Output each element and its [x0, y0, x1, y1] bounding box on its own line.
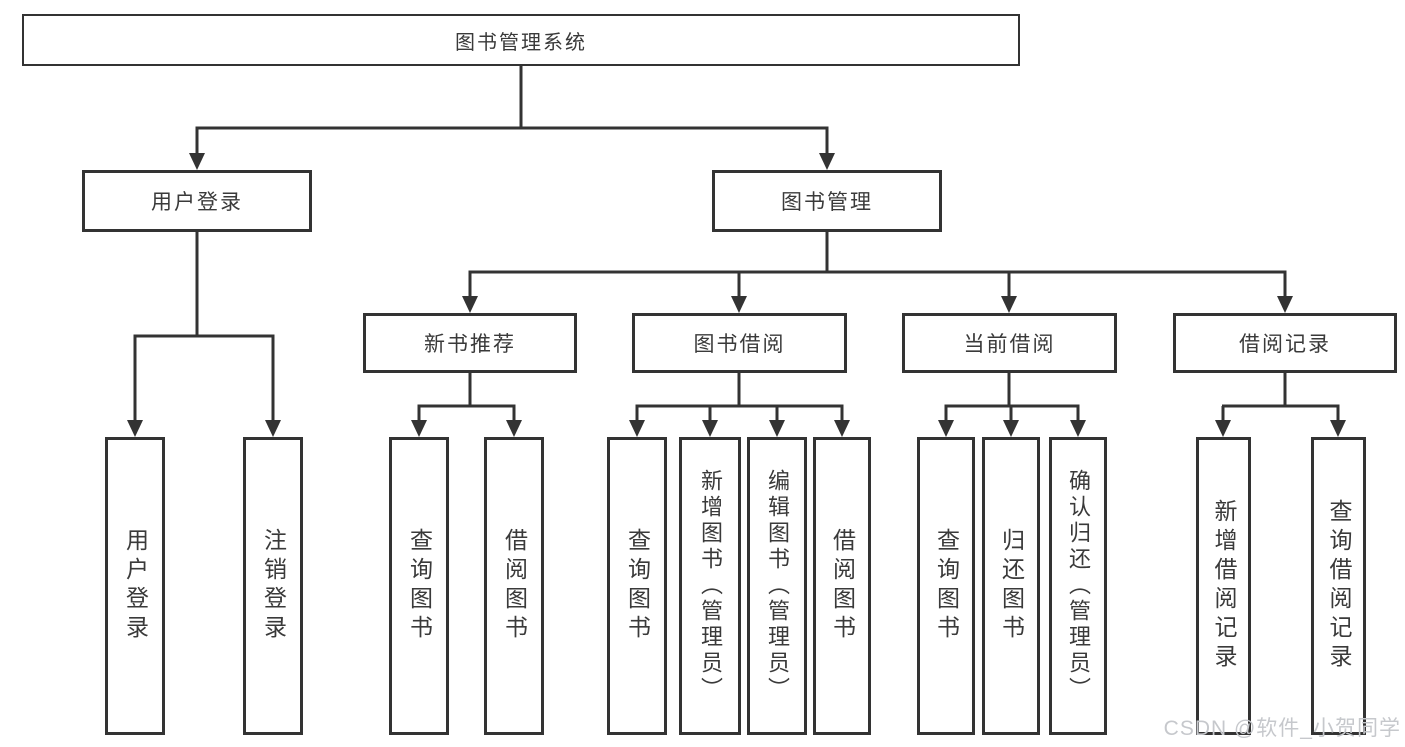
node-root: 图书管理系统	[22, 14, 1020, 66]
leaf-add-book-admin: 新增图书（管理员）	[679, 437, 741, 735]
node-root-label: 图书管理系统	[455, 31, 587, 54]
leaf-query-books-current: 查询图书	[917, 437, 975, 735]
leaf-query-borrow-record-label: 查询借阅记录	[1326, 499, 1352, 673]
node-book-management: 图书管理	[712, 170, 942, 232]
leaf-borrow-books-recommend-label: 借阅图书	[501, 528, 528, 644]
node-book-management-label: 图书管理	[781, 191, 873, 214]
leaf-confirm-return-admin: 确认归还（管理员）	[1049, 437, 1107, 735]
leaf-confirm-return-admin-label: 确认归还（管理员）	[1066, 469, 1091, 703]
node-user-login: 用户登录	[82, 170, 312, 232]
node-book-borrow: 图书借阅	[632, 313, 847, 373]
leaf-user-login-label: 用户登录	[122, 528, 149, 644]
leaf-borrow-books: 借阅图书	[813, 437, 871, 735]
leaf-query-books-recommend-label: 查询图书	[406, 528, 433, 644]
node-current-borrow-label: 当前借阅	[963, 333, 1056, 356]
leaf-logout-label: 注销登录	[260, 528, 287, 644]
leaf-user-login: 用户登录	[105, 437, 165, 735]
leaf-return-books-label: 归还图书	[998, 528, 1025, 644]
node-current-borrow: 当前借阅	[902, 313, 1117, 373]
leaf-query-books-borrow: 查询图书	[607, 437, 667, 735]
node-user-login-label: 用户登录	[151, 191, 243, 214]
leaf-add-borrow-record-label: 新增借阅记录	[1211, 499, 1237, 673]
leaf-edit-book-admin-label: 编辑图书（管理员）	[765, 469, 790, 703]
arrowheads	[127, 153, 1346, 437]
node-borrow-records: 借阅记录	[1173, 313, 1397, 373]
leaf-query-books-current-label: 查询图书	[933, 528, 960, 644]
leaf-logout: 注销登录	[243, 437, 303, 735]
leaf-return-books: 归还图书	[982, 437, 1040, 735]
leaf-borrow-books-recommend: 借阅图书	[484, 437, 544, 735]
node-borrow-records-label: 借阅记录	[1239, 333, 1331, 356]
leaf-edit-book-admin: 编辑图书（管理员）	[747, 437, 807, 735]
leaf-query-books-recommend: 查询图书	[389, 437, 449, 735]
leaf-add-borrow-record: 新增借阅记录	[1196, 437, 1251, 735]
leaf-query-borrow-record: 查询借阅记录	[1311, 437, 1366, 735]
leaf-add-book-admin-label: 新增图书（管理员）	[698, 469, 723, 703]
node-new-book-recommend-label: 新书推荐	[424, 333, 516, 356]
watermark: CSDN @软件_小贺同学	[1163, 717, 1401, 740]
node-new-book-recommend: 新书推荐	[363, 313, 577, 373]
leaf-borrow-books-label: 借阅图书	[829, 528, 856, 644]
leaf-query-books-borrow-label: 查询图书	[624, 528, 651, 644]
node-book-borrow-label: 图书借阅	[693, 333, 786, 356]
